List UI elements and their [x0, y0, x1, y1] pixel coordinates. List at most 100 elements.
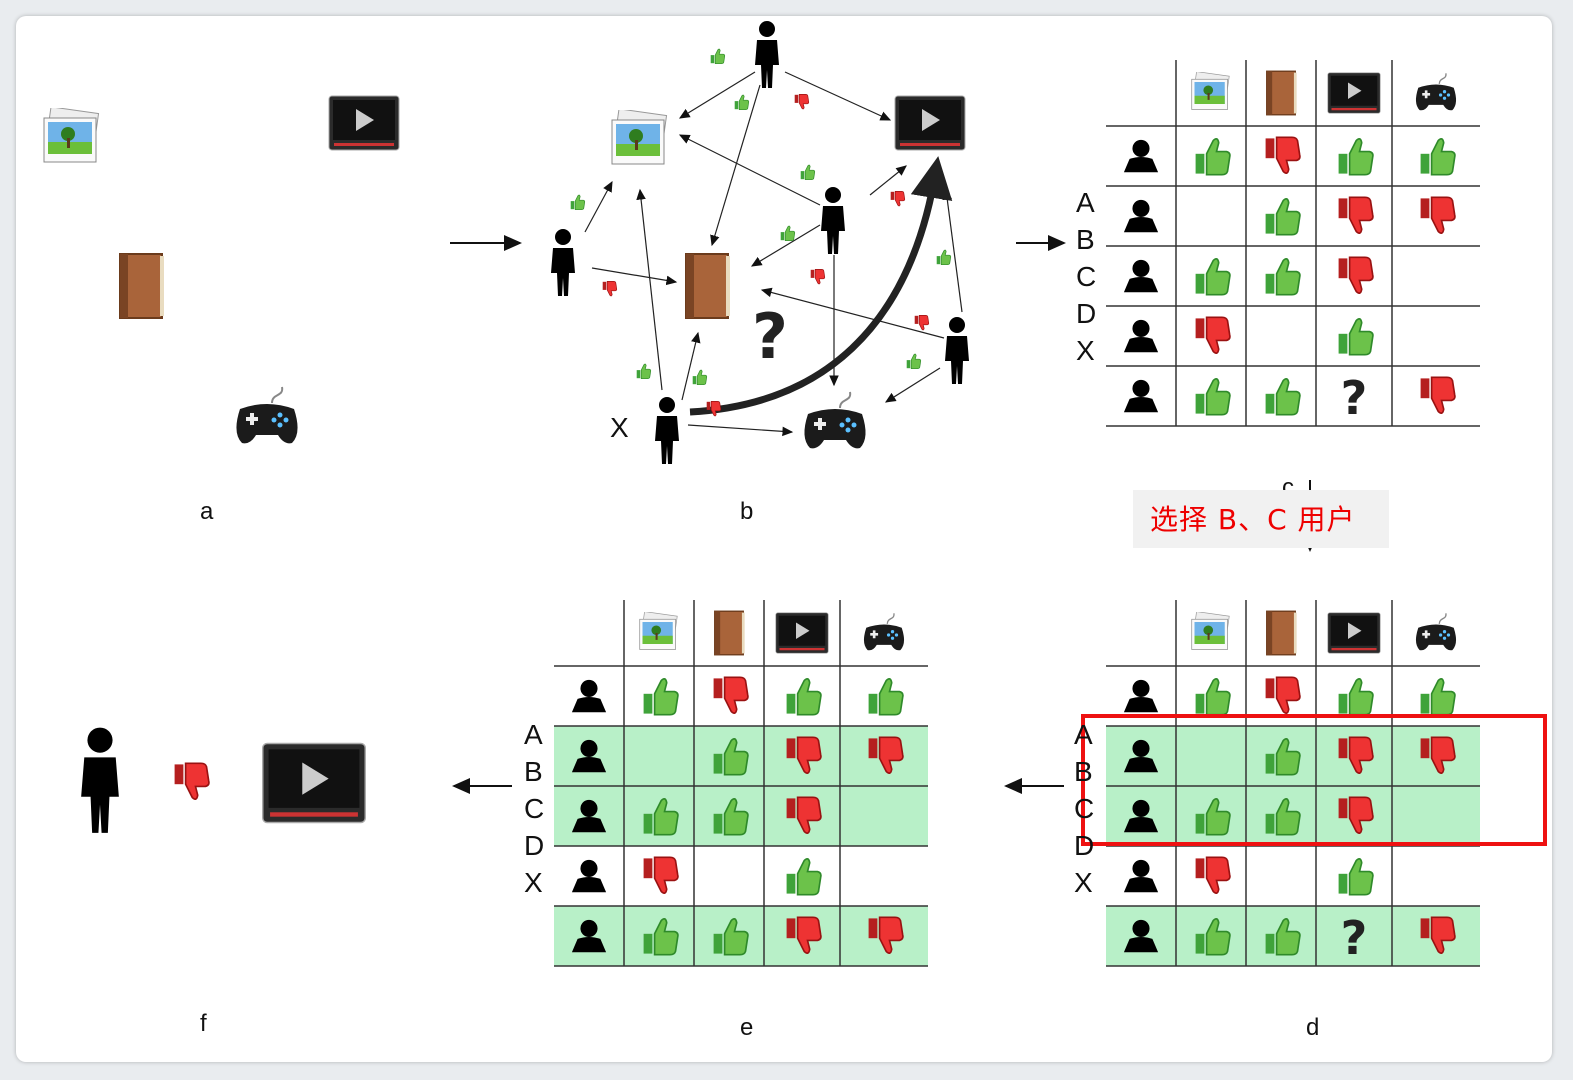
row-label: A — [524, 719, 543, 750]
person-icon — [945, 317, 969, 384]
panel-b — [551, 21, 969, 464]
dislike-mark — [914, 315, 930, 331]
dislike-mark — [794, 94, 810, 110]
rating-edges — [584, 71, 963, 437]
dislike-icon — [1419, 196, 1456, 234]
like-mark — [780, 225, 796, 241]
panel-a — [43, 95, 400, 445]
like-icon — [642, 678, 679, 716]
row-labels-d: A B C D X — [1074, 716, 1094, 901]
user-icon — [1123, 259, 1159, 293]
row-label: C — [524, 793, 545, 824]
like-icon — [785, 678, 822, 716]
row-label: C — [1074, 793, 1095, 824]
panel-f — [81, 727, 366, 833]
dislike-icon — [173, 762, 210, 800]
dislike-icon — [1337, 196, 1374, 234]
like-icon — [1264, 198, 1301, 236]
like-icon — [1194, 258, 1231, 296]
row-label: B — [1074, 756, 1093, 787]
video-icon — [894, 95, 966, 151]
dislike-icon — [1194, 316, 1231, 354]
panel-label-a: a — [200, 498, 214, 525]
row-label: X — [1076, 335, 1095, 366]
panel-label-f: f — [200, 1010, 207, 1037]
dislike-icon — [1264, 136, 1301, 174]
row-label: A — [1074, 719, 1093, 750]
book-icon — [1266, 610, 1298, 656]
gamepad-icon — [863, 612, 905, 652]
row-label: B — [524, 756, 543, 787]
unknown-rating: ? — [1341, 371, 1368, 425]
book-icon — [714, 610, 746, 656]
row-labels-c: A B C D X — [1076, 184, 1096, 369]
like-icon — [785, 858, 822, 896]
like-icon — [1337, 138, 1374, 176]
user-icon — [1123, 379, 1159, 413]
like-icon — [1337, 858, 1374, 896]
like-mark — [936, 249, 952, 265]
video-icon — [328, 95, 400, 151]
like-icon — [1337, 318, 1374, 356]
row-label: C — [1076, 261, 1097, 292]
dislike-icon — [1264, 676, 1301, 714]
person-icon — [755, 21, 779, 88]
annotation-text: 选择 B、C 用户 — [1150, 503, 1356, 536]
dislike-icon — [642, 856, 679, 894]
row-label: X — [1074, 867, 1093, 898]
like-icon — [1337, 678, 1374, 716]
dislike-icon — [1337, 256, 1374, 294]
gamepad-icon — [235, 386, 299, 445]
photo-icon — [43, 108, 100, 163]
row-label: D — [1074, 830, 1095, 861]
dislike-icon — [1419, 376, 1456, 414]
dislike-icon — [712, 676, 749, 714]
panel-label-e: e — [740, 1014, 754, 1041]
dislike-icon — [1194, 856, 1231, 894]
like-icon — [1264, 378, 1301, 416]
book-icon — [685, 253, 731, 319]
like-mark — [906, 353, 922, 369]
like-icon — [1194, 678, 1231, 716]
panel-label-b: b — [740, 498, 754, 525]
person-icon — [551, 229, 575, 296]
photo-icon — [611, 110, 668, 165]
rating-table-c: ? — [1106, 60, 1480, 427]
gamepad-icon — [1415, 612, 1457, 652]
like-icon — [1194, 138, 1231, 176]
like-icon — [1419, 678, 1456, 716]
gamepad-icon — [1415, 72, 1457, 112]
dislike-mark — [810, 269, 826, 285]
book-icon — [1266, 70, 1298, 116]
panel-label-d: d — [1306, 1014, 1320, 1041]
user-icon — [571, 859, 607, 893]
recommendation-arrow — [689, 156, 953, 416]
like-mark — [692, 369, 708, 385]
book-icon — [119, 253, 165, 319]
graph-user-x-label: X — [610, 412, 629, 443]
rating-table-d: ? — [1106, 600, 1480, 967]
user-icon — [1123, 319, 1159, 353]
row-label: X — [524, 867, 543, 898]
photo-icon — [1191, 612, 1230, 650]
person-x-icon — [655, 397, 679, 464]
rating-table-e — [554, 600, 928, 967]
video-icon — [262, 742, 366, 824]
like-icon — [1419, 138, 1456, 176]
like-mark — [800, 164, 816, 180]
user-icon — [571, 679, 607, 713]
unknown-rating: ? — [1341, 911, 1368, 965]
row-label: D — [524, 830, 545, 861]
like-icon — [1264, 258, 1301, 296]
like-mark — [710, 48, 726, 64]
video-icon — [1327, 72, 1381, 114]
like-icon — [1194, 378, 1231, 416]
like-mark — [734, 94, 750, 110]
annotation-box — [1133, 490, 1389, 548]
user-icon — [1123, 859, 1159, 893]
person-x-icon — [81, 727, 119, 833]
video-icon — [1327, 612, 1381, 654]
user-icon — [1123, 679, 1159, 713]
row-label: A — [1076, 187, 1095, 218]
